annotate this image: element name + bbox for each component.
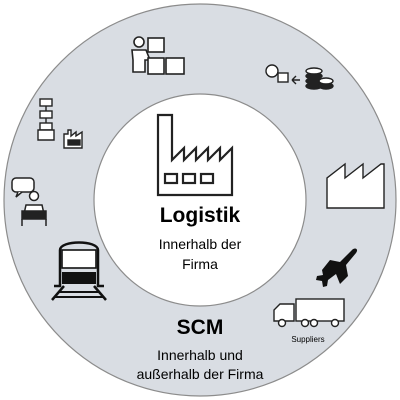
coins-exchange-icon <box>265 64 334 90</box>
person-boxes-icon <box>131 36 185 75</box>
inner-circle <box>93 93 307 307</box>
suppliers-label: Suppliers <box>291 335 325 344</box>
production-stack-icon <box>37 98 83 149</box>
factory-outline-icon <box>326 162 385 209</box>
outer-subtitle-line1: Innerhalb und <box>157 347 243 363</box>
airplane-icon <box>316 248 358 287</box>
factory-icon <box>156 113 234 197</box>
truck-icon <box>273 298 345 328</box>
inner-subtitle-line1: Innerhalb der <box>158 236 242 252</box>
inner-subtitle-line2: Firma <box>182 256 218 272</box>
train-icon <box>51 241 107 301</box>
outer-subtitle-line2: außerhalb der Firma <box>136 366 264 382</box>
outer-title: SCM <box>176 316 224 339</box>
inner-title: Logistik <box>159 204 241 227</box>
consultation-icon <box>11 177 47 226</box>
